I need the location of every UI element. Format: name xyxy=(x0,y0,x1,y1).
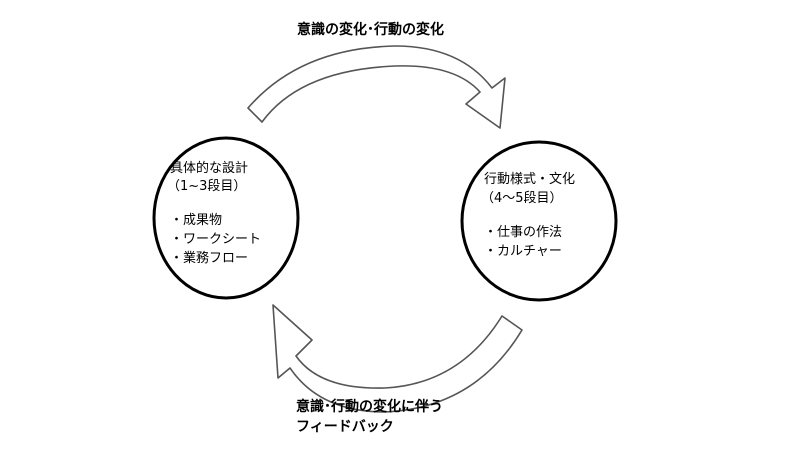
top-curved-arrow xyxy=(247,45,506,129)
bottom-arrow-label: 意識･行動の変化に伴う xyxy=(296,399,443,415)
right-circle-item: ・仕事の作法 xyxy=(484,225,563,240)
left-circle-title: 具体的な設計 xyxy=(170,161,249,176)
right-circle xyxy=(460,140,618,302)
right-circle-subtitle: （4～5段目） xyxy=(481,191,563,206)
bottom-curved-arrow xyxy=(272,304,523,413)
left-circle-item: ・ワークシート xyxy=(170,232,262,247)
right-circle-item: ・カルチャー xyxy=(484,244,562,259)
bottom-arrow-label: フィードバック xyxy=(296,419,394,435)
left-circle-item: ・成果物 xyxy=(170,213,223,228)
left-circle-subtitle: （1~3段目） xyxy=(167,179,247,194)
right-circle-title: 行動様式・文化 xyxy=(484,172,576,187)
top-arrow-label: 意識の変化･行動の変化 xyxy=(297,22,444,38)
left-circle xyxy=(152,136,300,300)
left-circle-item: ・業務フロー xyxy=(170,251,249,266)
